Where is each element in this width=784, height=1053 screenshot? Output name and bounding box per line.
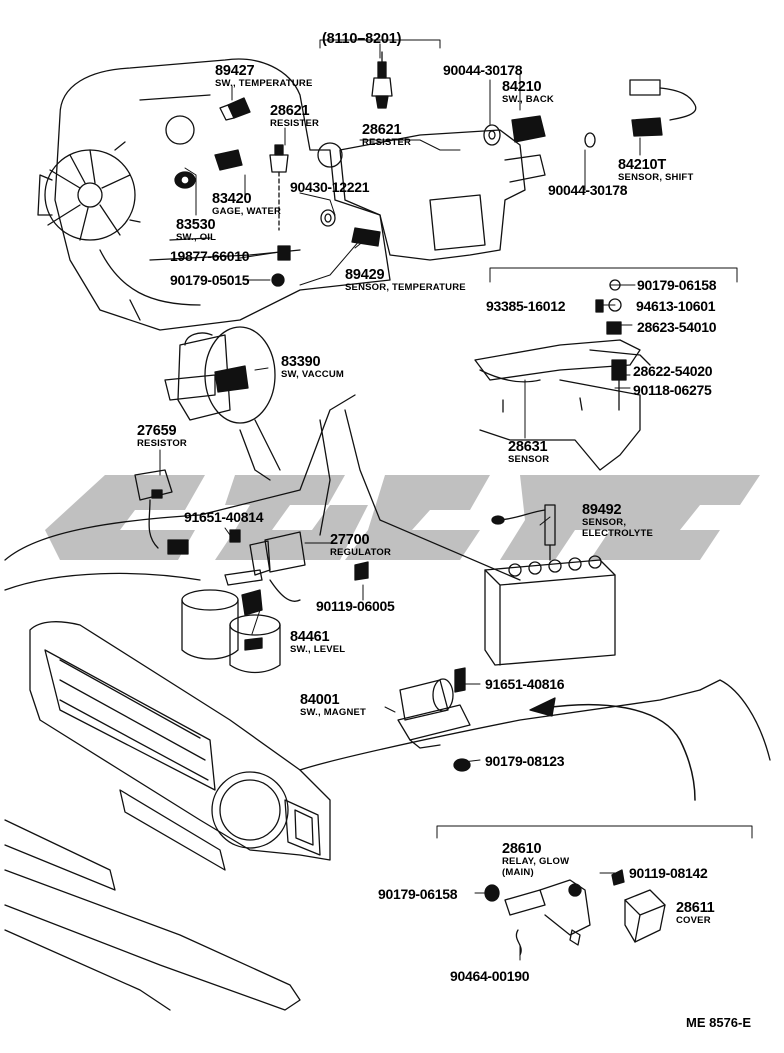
- cover-28611-part: [624, 889, 666, 943]
- part-number-19877: 19877-66010: [170, 248, 250, 264]
- part-desc-89427: SW., TEMPERATURE: [215, 78, 313, 89]
- watermark-logo: [45, 475, 760, 560]
- part-number-90118: 90118-06275: [633, 382, 712, 398]
- level-switch-84461-part: [181, 589, 281, 674]
- engine-drawing: [37, 58, 391, 331]
- part-desc-89429: SENSOR, TEMPERATURE: [345, 282, 466, 293]
- regulator-27700-part: [224, 529, 369, 602]
- part-number-90430: 90430-12221: [290, 179, 370, 195]
- part-number-28631: 28631: [508, 439, 548, 455]
- range-label: (8110–8201): [322, 31, 402, 47]
- part-number-91651-b: 91651-40816: [485, 676, 565, 692]
- part-desc-27659: RESISTOR: [137, 438, 187, 449]
- resistor-28621-part: [269, 144, 289, 231]
- figure-code: ME 8576-E: [686, 1015, 752, 1030]
- glow-relay-28610-part: [484, 869, 625, 956]
- magnet-switch-84001-part: [397, 667, 471, 772]
- part-number-94613: 94613-10601: [636, 298, 716, 314]
- back-switch-84210-part: [483, 115, 596, 148]
- resistor-27659-part: [134, 469, 189, 555]
- water-gage-83420-part: [214, 149, 243, 171]
- brake-booster-drawing: [164, 326, 276, 424]
- part-desc-84210t: SENSOR, SHIFT: [618, 172, 694, 183]
- part-number-28622: 28622-54020: [633, 363, 713, 379]
- part-desc-83530: SW., OIL: [176, 232, 217, 243]
- part-desc-83390: SW, VACCUM: [281, 369, 345, 380]
- part-number-90464: 90464-00190: [450, 968, 530, 984]
- temperature-switch-89427-part: [219, 97, 251, 121]
- part-number-93385: 93385-16012: [486, 298, 566, 314]
- part-number-90044-b: 90044-30178: [548, 182, 628, 198]
- part-desc-28621-b: RESISTER: [362, 137, 412, 148]
- part-number-28610: 28610: [502, 841, 542, 857]
- washer-90430-part: [320, 209, 336, 227]
- part-desc-89492-line2: ELECTROLYTE: [582, 528, 653, 539]
- part-number-27700: 27700: [330, 532, 370, 548]
- part-number-90179-d: 90179-06158: [378, 886, 458, 902]
- part-number-28623: 28623-54010: [637, 319, 717, 335]
- part-number-83390: 83390: [281, 354, 321, 370]
- part-number-90179-c: 90179-08123: [485, 753, 565, 769]
- part-desc-84210: SW., BACK: [502, 94, 554, 105]
- part-number-84001: 84001: [300, 692, 340, 708]
- temperature-sensor-89429-part: [351, 227, 381, 247]
- shift-sensor-84210t-part: [629, 79, 697, 137]
- part-number-90044-a: 90044-30178: [443, 62, 523, 78]
- transmission-drawing: [339, 129, 546, 261]
- part-number-89492: 89492: [582, 502, 622, 518]
- oil-switch-83530-part: [174, 171, 196, 189]
- part-number-91651-a: 91651-40814: [184, 509, 264, 525]
- part-number-27659: 27659: [137, 423, 177, 439]
- part-desc-84001: SW., MAGNET: [300, 707, 367, 718]
- sensor-assembly-28631-part: [474, 279, 651, 471]
- electrolyte-sensor-89492-part: [491, 504, 556, 561]
- battery-part: [484, 555, 616, 666]
- vacuum-switch-83390-part: [214, 365, 249, 393]
- arrow-indicator: [529, 697, 696, 801]
- part-number-90119-a: 90119-06005: [316, 598, 395, 614]
- part-number-28621-a: 28621: [270, 103, 310, 119]
- part-number-90179-b: 90179-06158: [637, 277, 717, 293]
- part-desc-27700: REGULATOR: [330, 547, 392, 558]
- part-desc-28631: SENSOR: [508, 454, 550, 465]
- part-number-84210t: 84210T: [618, 157, 666, 173]
- part-desc-84461: SW., LEVEL: [290, 644, 346, 655]
- part-number-83530: 83530: [176, 217, 216, 233]
- part-number-84461: 84461: [290, 629, 330, 645]
- part-desc-28610-line2: (MAIN): [502, 867, 534, 878]
- part-number-90119-b: 90119-08142: [629, 865, 708, 881]
- part-number-89427: 89427: [215, 63, 255, 79]
- part-desc-83420: GAGE, WATER: [212, 206, 282, 217]
- part-number-28611: 28611: [676, 900, 715, 916]
- vehicle-body-drawing: [4, 394, 771, 1011]
- fitting-19877-part: [271, 245, 291, 287]
- part-desc-89492-line1: SENSOR,: [582, 517, 627, 528]
- resistor-28621-range-part: [371, 51, 393, 109]
- part-desc-28610-line1: RELAY, GLOW: [502, 856, 570, 867]
- part-number-90179-a: 90179-05015: [170, 272, 250, 288]
- part-number-89429: 89429: [345, 267, 385, 283]
- part-number-83420: 83420: [212, 191, 252, 207]
- part-number-28621-b: 28621: [362, 122, 402, 138]
- part-desc-28621-a: RESISTER: [270, 118, 320, 129]
- part-desc-28611: COVER: [676, 915, 711, 926]
- part-number-84210: 84210: [502, 79, 542, 95]
